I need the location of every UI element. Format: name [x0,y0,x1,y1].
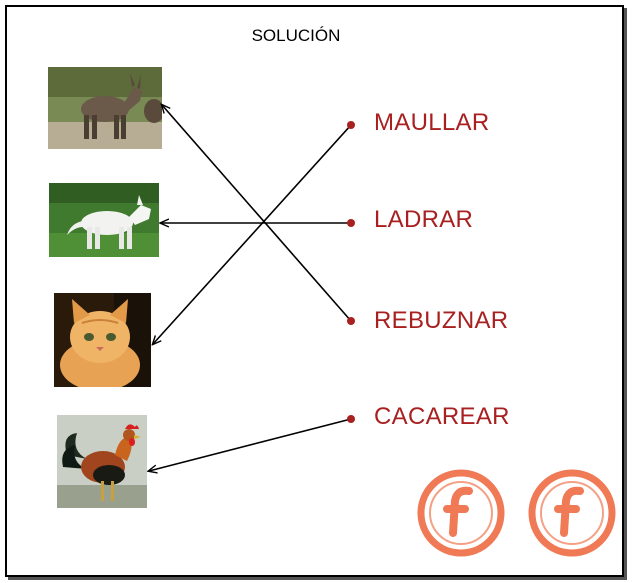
f-logo-icon [528,469,616,557]
dot-maullar [347,121,355,129]
rooster-photo [57,415,147,508]
kitten-photo [54,293,151,387]
f-logo-icon [417,469,505,557]
white-dog-photo [49,183,159,257]
verb-maullar: MAULLAR [374,109,490,136]
dot-rebuznar [347,317,355,325]
line-cacarear-rooster [149,418,352,471]
line-maullar-kitten [153,124,352,344]
donkey-photo [48,67,162,149]
dot-ladrar [347,219,355,227]
dot-cacarear [347,415,355,423]
verb-cacarear: CACAREAR [374,403,510,430]
line-rebuznar-donkey [162,105,352,322]
verb-rebuznar: REBUZNAR [374,307,509,334]
verb-ladrar: LADRAR [374,206,474,233]
page-title: SOLUCIÓN [251,26,341,45]
